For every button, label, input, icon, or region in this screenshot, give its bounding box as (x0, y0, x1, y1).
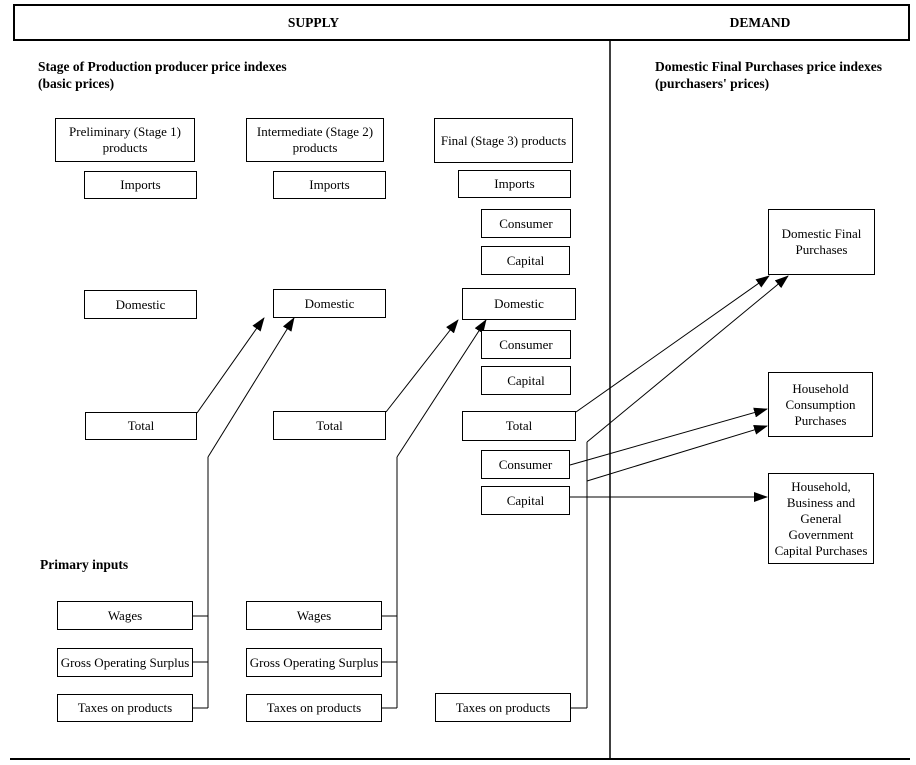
box-stage3-imports-capital: Capital (481, 246, 570, 275)
supply-heading-line1: Stage of Production producer price index… (38, 59, 287, 74)
box-stage1-taxes-on-products: Taxes on products (57, 694, 193, 722)
demand-heading-line2: (purchasers' prices) (655, 76, 770, 91)
box-stage1-wages: Wages (57, 601, 193, 630)
box-stage2-domestic: Domestic (273, 289, 386, 318)
box-stage3-total-consumer: Consumer (481, 450, 570, 479)
supply-heading-line2: (basic prices) (38, 76, 115, 91)
box-stage1-gross-operating-surplus: Gross Operating Surplus (57, 648, 193, 677)
box-stage1-domestic: Domestic (84, 290, 197, 319)
box-household-business-government-capital-purchases: Household, Business and General Governme… (768, 473, 874, 564)
demand-header-cell: DEMAND (612, 6, 908, 39)
arrow-s1-total-to-s2-domestic (196, 317, 265, 414)
demand-heading-line1: Domestic Final Purchases price indexes (655, 59, 882, 74)
box-stage2-total: Total (273, 411, 386, 440)
supply-header-label: SUPPLY (287, 14, 340, 30)
box-stage3-domestic-consumer: Consumer (481, 330, 571, 359)
arrow-s3-taxes-to-dfp (586, 275, 789, 443)
header-band: SUPPLY DEMAND (13, 4, 910, 41)
box-household-consumption-purchases: Household Consumption Purchases (768, 372, 873, 437)
box-stage2-wages: Wages (246, 601, 382, 630)
primary-inputs-heading: Primary inputs (40, 557, 129, 572)
box-stage2-taxes-on-products: Taxes on products (246, 694, 382, 722)
box-stage1-title: Preliminary (Stage 1) products (55, 118, 195, 162)
demand-header-label: DEMAND (729, 14, 791, 30)
arrow-s3-taxes-to-hcp (586, 425, 768, 482)
box-stage2-imports: Imports (273, 171, 386, 199)
box-stage1-total: Total (85, 412, 197, 440)
box-stage2-gross-operating-surplus: Gross Operating Surplus (246, 648, 382, 677)
box-stage3-title: Final (Stage 3) products (434, 118, 573, 163)
arrow-s2-total-to-s3-domestic (385, 319, 459, 413)
box-stage1-imports: Imports (84, 171, 197, 199)
arrow-s1-inputs-to-s2-domestic (207, 317, 295, 458)
box-stage3-domestic-capital: Capital (481, 366, 571, 395)
box-domestic-final-purchases: Domestic Final Purchases (768, 209, 875, 275)
arrow-s3-consumer-to-hcp (569, 407, 768, 466)
supply-header-cell: SUPPLY (15, 6, 612, 39)
box-stage3-domestic: Domestic (462, 288, 576, 320)
arrow-s2-inputs-to-s3-domestic (396, 319, 487, 458)
box-stage3-taxes-on-products: Taxes on products (435, 693, 571, 722)
supply-section-heading: Stage of Production producer price index… (38, 58, 287, 92)
arrow-s3-total-to-dfp (575, 275, 770, 413)
demand-section-heading: Domestic Final Purchases price indexes (… (655, 58, 895, 92)
box-stage3-total-capital: Capital (481, 486, 570, 515)
box-stage3-total: Total (462, 411, 576, 441)
box-stage3-imports-consumer: Consumer (481, 209, 571, 238)
box-stage3-imports: Imports (458, 170, 571, 198)
box-stage2-title: Intermediate (Stage 2) products (246, 118, 384, 162)
